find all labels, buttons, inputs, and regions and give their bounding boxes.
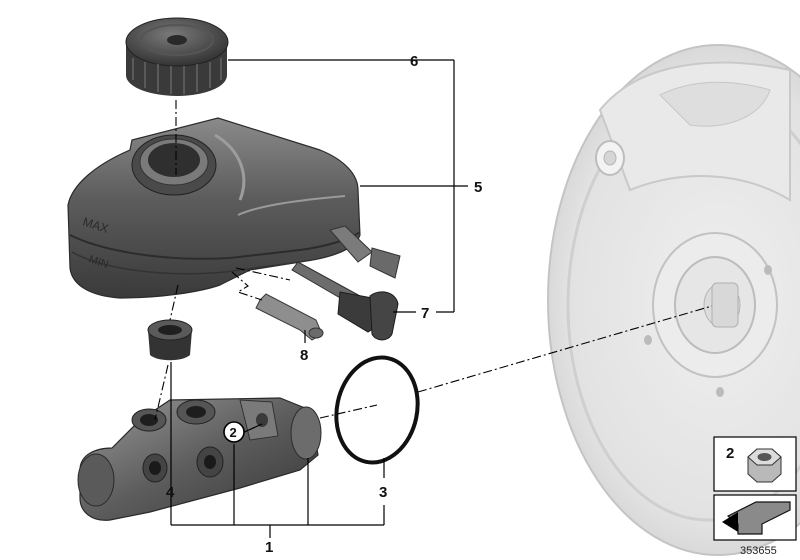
reference-number: 353655 bbox=[740, 545, 777, 557]
leader-lines bbox=[170, 59, 468, 538]
fluid-reservoir: MAX MIN bbox=[67, 117, 401, 299]
callout-5: 5 bbox=[474, 179, 482, 196]
master-cylinder bbox=[77, 397, 322, 521]
sealing-grommet bbox=[147, 319, 193, 361]
reservoir-cap bbox=[125, 17, 229, 96]
callout-3: 3 bbox=[379, 484, 387, 501]
callout-1: 1 bbox=[265, 539, 273, 556]
level-sensor bbox=[291, 261, 399, 341]
callouts: 1 2 3 4 5 6 7 8 bbox=[166, 53, 482, 556]
o-ring bbox=[334, 355, 420, 465]
callout-6: 6 bbox=[410, 53, 418, 70]
connector-pin bbox=[255, 293, 324, 341]
assembly-lines bbox=[154, 100, 713, 421]
callout-2: 2 bbox=[230, 425, 237, 440]
arrow-flag-icon bbox=[722, 501, 791, 535]
callout-2-circle bbox=[223, 421, 245, 443]
hex-nut-icon bbox=[747, 448, 782, 483]
callout-7: 7 bbox=[421, 305, 429, 322]
legend-nut-number: 2 bbox=[726, 445, 734, 462]
callout-4: 4 bbox=[166, 484, 175, 501]
brake-booster bbox=[547, 44, 800, 556]
callout-8: 8 bbox=[300, 347, 308, 364]
legend-box: 2 353655 bbox=[713, 436, 797, 557]
svg-text:MIN: MIN bbox=[87, 253, 110, 271]
